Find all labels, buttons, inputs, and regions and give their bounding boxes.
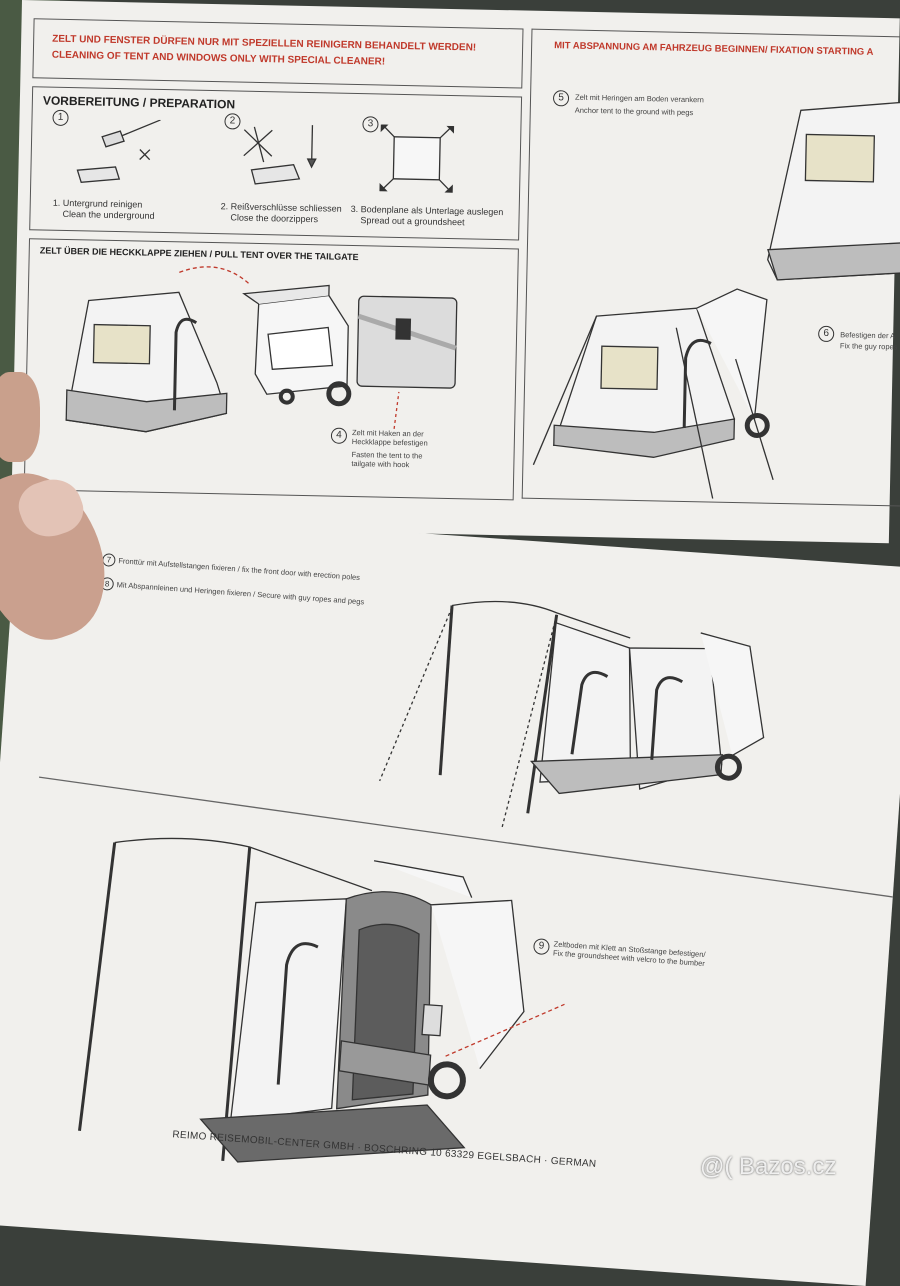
fixation-section: MIT ABSPANNUNG AM FAHRZEUG BEGINNEN/ FIX… [521, 28, 900, 507]
zipper-illustration [243, 125, 317, 185]
preparation-title: VORBEREITUNG / PREPARATION [42, 93, 236, 112]
fixation-title: MIT ABSPANNUNG AM FAHRZEUG BEGINNEN/ FIX… [554, 40, 874, 58]
lower-sheet: 7 Fronttür mit Aufstellstangen fixieren … [0, 505, 900, 1286]
step-6-en: Fix the guy ropes [839, 341, 898, 352]
step-4-caption: Zelt mit Haken an der Heckklappe befesti… [351, 428, 482, 471]
car-wheel [326, 381, 352, 407]
groundsheet-illustration [379, 123, 455, 193]
step-1-en: Clean the underground [62, 208, 155, 221]
broom-illustration [76, 119, 161, 183]
hook-detail [356, 295, 458, 389]
fixation-illustration [532, 101, 900, 499]
tent-window [92, 323, 151, 365]
door-poles-illustration [38, 600, 893, 1163]
cleaning-line-en: CLEANING OF TENT AND WINDOWS ONLY WITH S… [51, 49, 386, 68]
preparation-illustrations [76, 119, 455, 193]
step-1-caption: 1. Untergrund reinigen Clean the undergr… [52, 198, 192, 223]
finger [0, 372, 40, 462]
step-6-de: Befestigen der A [840, 330, 896, 341]
step-3-caption: 3. Bodenplane als Unterlage auslegen Spr… [350, 204, 520, 230]
tailgate-illustration [65, 266, 458, 433]
step-4-de-2: Heckklappe befestigen [351, 437, 428, 448]
step-2-caption: 2. Reißverschlüsse schliessen Close the … [220, 201, 370, 226]
cleaning-notice: ZELT UND FENSTER DÜRFEN NUR MIT SPEZIELL… [32, 18, 524, 89]
step-6-caption: Befestigen der A Fix the guy ropes [840, 330, 900, 351]
tailgate-section: ZELT ÜBER DIE HECKKLAPPE ZIEHEN / PULL T… [23, 238, 519, 501]
watermark: @( Bazos.cz [700, 1153, 837, 1180]
step-2-en: Close the doorzippers [230, 212, 319, 225]
preparation-section: VORBEREITUNG / PREPARATION 1 2 3 [29, 86, 523, 241]
upper-sheet: ZELT UND FENSTER DÜRFEN NUR MIT SPEZIELL… [11, 0, 900, 544]
